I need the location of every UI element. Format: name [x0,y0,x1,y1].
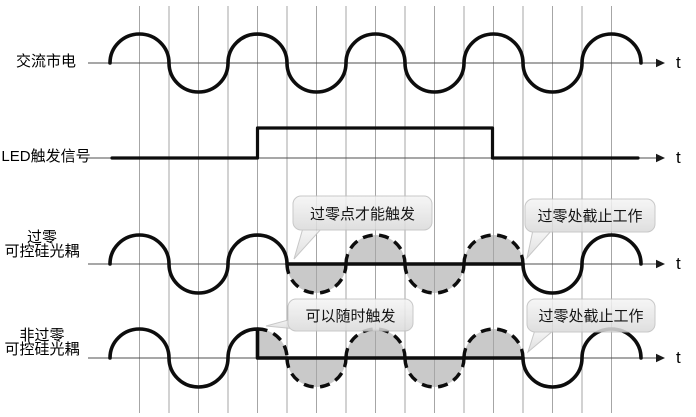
non-zero-cross-optocoupler-waveform [108,327,643,389]
callout-text-zero-cross-trigger: 过零点才能触发 [309,205,415,223]
callout-bubble [526,298,656,333]
row-label-zero-cross-optocoupler: 过零 可控硅光耦 [0,229,84,260]
callout-bubble-zero-cross-trigger-note [292,195,433,260]
row-label-non-zero-cross-line1: 非过零 [19,327,65,344]
waveforms [108,32,643,389]
row-label-zero-cross-line2: 可控硅光耦 [4,242,80,260]
callout-bubble-zero-cross-cutoff-note [524,198,656,260]
time-axis-label-zero-cross: t [676,254,681,273]
callout-text-non-zero-cross-cutoff: 过零处截止工作 [538,308,644,325]
axis-arrow-icon [656,259,665,269]
ac-mains-waveform [108,32,643,94]
callout-bubble-non-zero-cross-cutoff-note [526,298,656,354]
callout-tail [526,329,556,354]
time-axis-label-led: t [676,148,681,167]
axis-arrow-icon [656,353,665,363]
conduction-fill [257,329,287,358]
row-label-non-zero-cross-optocoupler: 非过零 可控硅光耦 [0,327,84,358]
time-axis-label-ac: t [676,53,681,72]
conduction-dashed-arc [257,327,289,359]
led-trigger-signal [110,126,640,160]
row-label-ac-mains: 交流市电 [4,53,88,70]
callout-bubble-anytime-trigger-note [265,298,414,332]
row-label-ac-mains-text: 交流市电 [15,53,76,70]
callout-tail [526,229,554,260]
callout-bubble [287,298,414,332]
callout-text-zero-cross-cutoff: 过零处截止工作 [537,208,643,225]
zero-cross-optocoupler-waveform [108,233,643,295]
callout-tail [293,227,324,260]
callout-bubbles [265,195,656,354]
callout-bubble [292,195,433,231]
row-label-non-zero-cross-line2: 可控硅光耦 [4,340,80,358]
callout-text-anytime-trigger: 可以随时触发 [305,307,396,325]
row-label-zero-cross-line1: 过零 [26,229,57,246]
row-label-led-trigger: LED触发信号 [0,148,92,165]
time-axis-label-non-zero-cross: t [676,348,681,367]
callout-bubble [524,198,656,233]
axis-arrow-icon [656,58,665,68]
row-label-led-trigger-text: LED触发信号 [1,148,91,165]
axis-arrow-icon [656,153,665,163]
